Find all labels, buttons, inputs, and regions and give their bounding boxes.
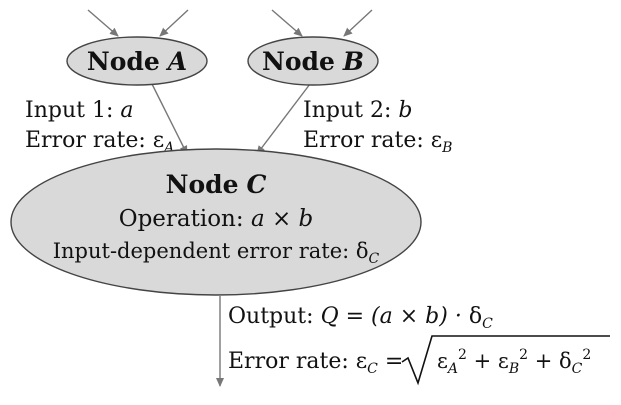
- output-q: Q: [321, 304, 339, 329]
- edge-in-a-right: [159, 9, 189, 37]
- edge-in-b-left: [271, 9, 303, 37]
- output-delta: δ: [469, 304, 482, 329]
- error-a-label: Error rate:: [25, 128, 146, 153]
- error-b-label: Error rate:: [303, 128, 424, 153]
- operation-label: Operation:: [119, 206, 244, 232]
- node-b-title-word: Node: [262, 47, 335, 76]
- svg-text:Input-dependent error rate: δC: Input-dependent error rate: δC: [53, 239, 380, 267]
- epsilon-b-sub: B: [441, 140, 452, 156]
- output-label: Output:: [228, 304, 314, 329]
- node-a-title-word: Node: [87, 47, 160, 76]
- node-c: Node C Operation: a × b Input-dependent …: [10, 148, 422, 296]
- node-b-title-var: B: [342, 47, 364, 76]
- node-a-title-var: A: [166, 47, 187, 76]
- edge-b-to-c: [256, 83, 311, 155]
- sqrt-term-1: ε: [437, 349, 448, 373]
- svg-text:Output: Q = (a × b) · δC: Output: Q = (a × b) · δC: [228, 304, 493, 332]
- output-labels: Output: Q = (a × b) · δC Error rate: εC …: [228, 304, 610, 386]
- input2-label: Input 2:: [303, 98, 391, 123]
- output-expr: = (a × b) ·: [346, 304, 462, 329]
- sqrt-term-2: ε: [498, 349, 509, 373]
- sqrt-term-1-sup: 2: [458, 347, 467, 363]
- svg-text:Input 1: a: Input 1: a: [25, 98, 133, 123]
- operation-expr: a × b: [251, 206, 313, 232]
- sqrt-sign: [401, 335, 610, 386]
- input2-var: b: [398, 98, 412, 123]
- output-delta-sub: C: [482, 316, 493, 332]
- output-error-label: Error rate:: [228, 349, 349, 374]
- sqrt-term-3-sup: 2: [582, 347, 591, 363]
- input1-var: a: [120, 98, 133, 123]
- svg-text:Node A: Node A: [87, 47, 187, 76]
- epsilon-b: ε: [431, 128, 442, 153]
- sqrt-term-3: δ: [559, 349, 572, 373]
- edge-in-b-right: [343, 9, 373, 37]
- node-c-title-word: Node: [166, 170, 239, 199]
- plus-2: +: [535, 349, 553, 373]
- edge-in-a-left: [87, 9, 119, 37]
- output-equals: =: [385, 349, 403, 374]
- svg-text:Error rate: εC =: Error rate: εC =: [228, 349, 403, 377]
- node-c-title-var: C: [246, 170, 266, 199]
- sqrt-term-2-sup: 2: [519, 347, 528, 363]
- svg-text:Node C: Node C: [166, 170, 267, 199]
- plus-1: +: [474, 349, 492, 373]
- edge-b-labels: Input 2: b Error rate: εB: [303, 98, 452, 156]
- edge-a-to-c: [151, 83, 188, 155]
- edge-a-labels: Input 1: a Error rate: εA: [25, 98, 174, 156]
- sqrt-term-3-sub: C: [572, 361, 583, 377]
- svg-text:Error rate: εB: Error rate: εB: [303, 128, 452, 156]
- svg-text:εA2 + εB2 + δC2: εA2 + εB2 + δC2: [437, 347, 591, 377]
- node-a: Node A: [66, 36, 208, 86]
- input-dependent-error-label: Input-dependent error rate:: [53, 239, 349, 263]
- delta-c-sub: C: [369, 251, 380, 267]
- svg-text:Operation: a × b: Operation: a × b: [119, 206, 314, 232]
- input1-label: Input 1:: [25, 98, 113, 123]
- delta-c: δ: [356, 239, 369, 263]
- node-b: Node B: [247, 36, 379, 86]
- output-eps: ε: [356, 349, 367, 374]
- sqrt-term-2-sub: B: [508, 361, 519, 377]
- svg-text:Input 2: b: Input 2: b: [303, 98, 412, 123]
- output-eps-sub: C: [367, 361, 378, 377]
- svg-text:Node B: Node B: [262, 47, 364, 76]
- svg-text:Error rate: εA: Error rate: εA: [25, 128, 174, 156]
- epsilon-a: ε: [153, 128, 164, 153]
- sqrt-term-1-sub: A: [446, 361, 458, 377]
